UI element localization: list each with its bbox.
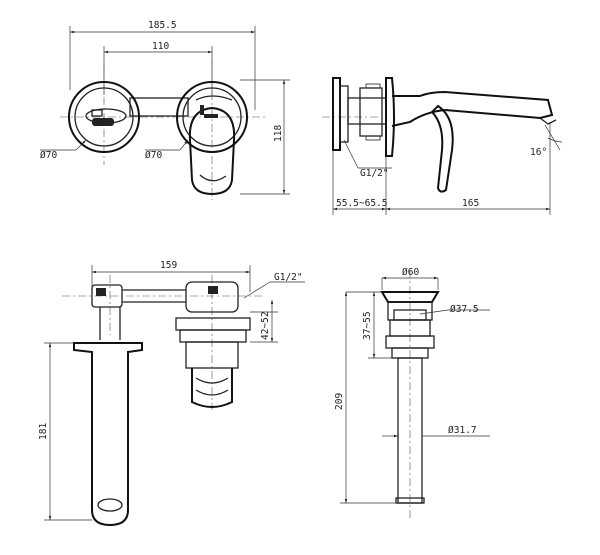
- top-thread-label: G1/2": [274, 272, 303, 283]
- drain-top-diameter: Ø60: [402, 267, 419, 278]
- top-view: 159 42~52 G1/2" 181: [38, 260, 305, 527]
- spout-length-label: 165: [462, 198, 479, 209]
- right-diameter-label: Ø70: [145, 150, 162, 161]
- drain-length-label: 209: [334, 393, 345, 410]
- left-diameter-label: Ø70: [40, 150, 57, 161]
- front-view: 185.5 110 118 Ø70 Ø70: [40, 20, 290, 200]
- top-height-label: 181: [38, 423, 49, 440]
- wall-depth-label: 55.5~65.5: [336, 198, 387, 209]
- drain-inner-diameter: Ø37.5: [450, 304, 479, 315]
- top-length-label: 159: [160, 260, 177, 271]
- angle-label: 16°: [530, 147, 547, 158]
- drain-view: Ø60 Ø37.5 Ø31.7 37~55 209: [334, 267, 490, 520]
- drain-tube-diameter: Ø31.7: [448, 425, 477, 436]
- dim-110-label: 110: [152, 41, 169, 52]
- side-thread-label: G1/2": [360, 168, 389, 179]
- dim-185-label: 185.5: [148, 20, 177, 31]
- dim-118-label: 118: [273, 125, 284, 142]
- top-depth-label: 42~52: [260, 311, 271, 340]
- drain-thickness-label: 37~55: [362, 311, 373, 340]
- side-view: 16° G1/2" 55.5~65.5 165: [322, 77, 563, 215]
